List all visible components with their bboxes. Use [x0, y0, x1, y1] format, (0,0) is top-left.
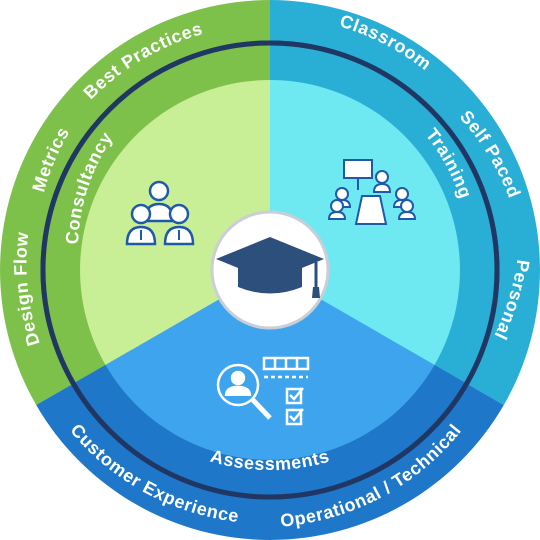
inner-band-assessments	[73, 270, 467, 498]
classroom-training-icon	[327, 159, 417, 225]
team-people-icon	[125, 180, 195, 246]
divider-ring-top	[40, 40, 500, 500]
inner-fill-assessments	[105, 270, 435, 460]
assessment-checklist-icon	[216, 356, 310, 426]
graduation-cap-icon	[216, 237, 324, 298]
